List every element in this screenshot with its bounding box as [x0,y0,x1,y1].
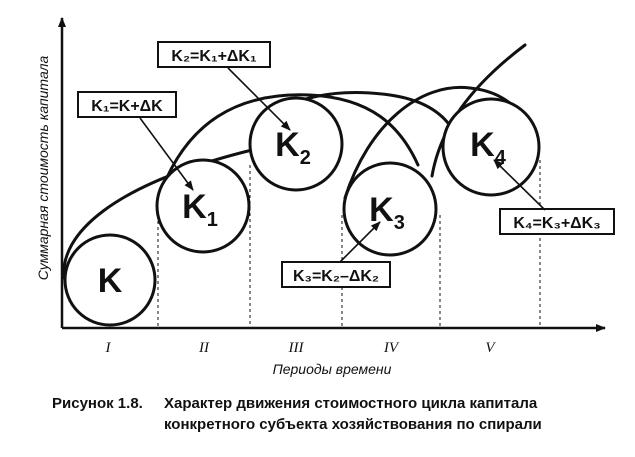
capital-circle-k1 [155,158,251,254]
formula-box-k3: K₃=K₂–ΔK₂ [281,261,391,288]
capital-circle-k3 [342,161,438,257]
pointer-arrow-k2 [227,67,291,131]
period-label-2: II [198,340,210,356]
pointer-arrow-k3 [339,221,381,263]
capital-circle-k4 [441,97,541,197]
caption-label: Рисунок 1.8. [52,395,143,412]
formula-box-k2: K₂=K₁+ΔK₁ [157,41,271,68]
capital-circle-k2 [248,96,344,192]
formula-text-k2: K₂=K₁+ΔK₁ [171,48,257,65]
circle-label-k1: K1 [182,188,218,231]
formula-text-k1: K₁=K+ΔK [91,98,163,115]
x-axis-label: Периоды времени [273,361,392,377]
circle-label-k2: K2 [275,126,311,169]
period-label-3: III [288,340,305,356]
formula-text-k3: K₃=K₂–ΔK₂ [293,268,379,285]
formula-text-k4: K₄=K₃+ΔK₃ [513,215,600,232]
caption-line-1: Характер движения стоимостного цикла кап… [164,395,538,412]
caption-line-2: конкретного субъекта хозяйствования по с… [164,416,542,433]
formula-box-k4: K₄=K₃+ΔK₃ [499,208,615,235]
y-axis-label: Суммарная стоимость капитала [35,56,51,281]
period-label-1: I [105,340,112,356]
period-label-5: V [485,340,496,356]
formula-box-k1: K₁=K+ΔK [77,91,177,118]
figure-caption: Рисунок 1.8. Характер движения стоимостн… [52,393,627,435]
capital-circle-k [63,233,157,327]
circle-label-k: K [98,262,123,300]
spiral-diagram: Суммарная стоимость капитала I II III IV… [35,17,615,377]
spiral-arc-2 [156,93,420,202]
pointer-arrow-k4 [493,159,546,211]
pointer-arrow-k1 [139,117,194,191]
period-label-4: IV [383,340,400,356]
